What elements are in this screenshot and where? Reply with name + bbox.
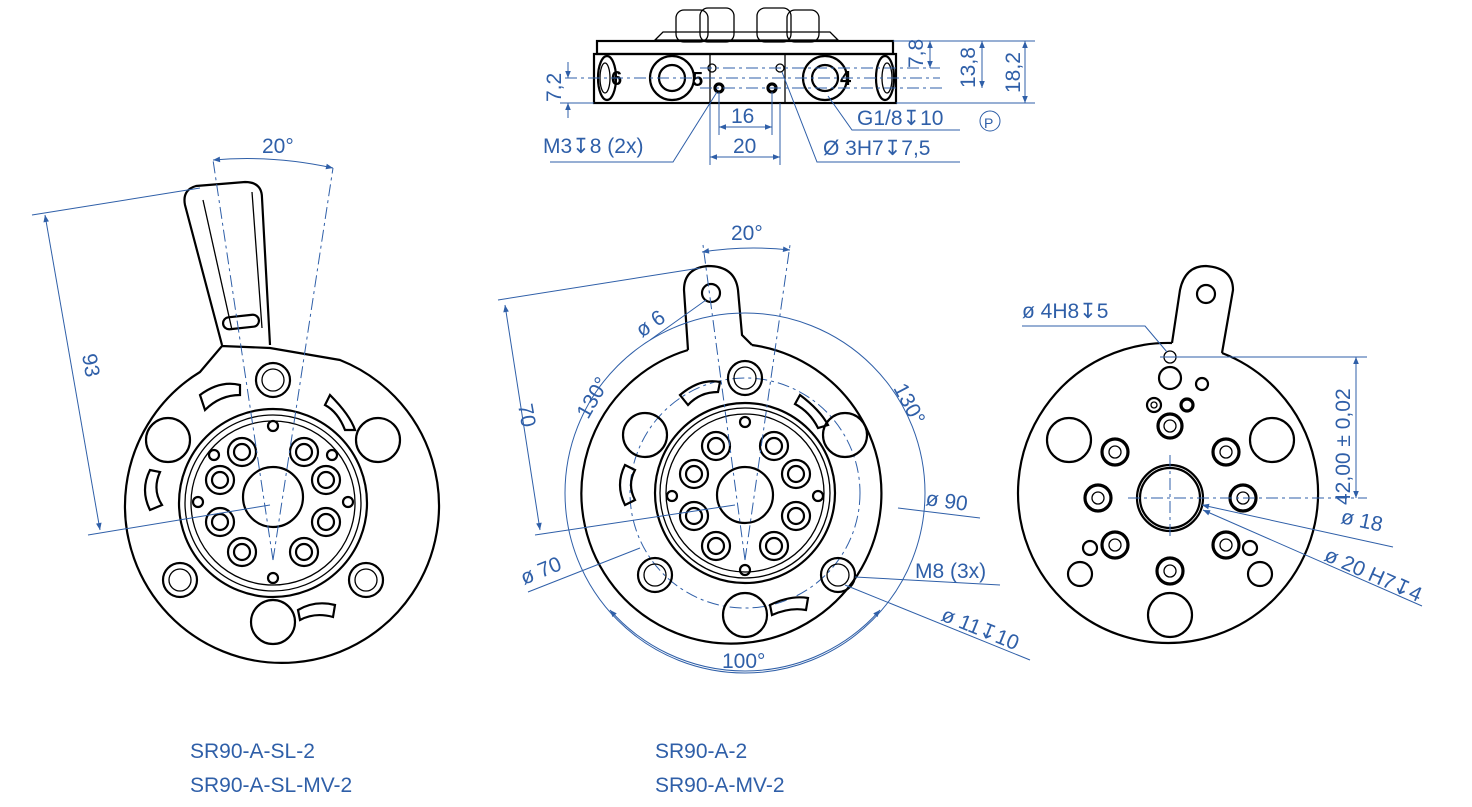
port-label-5: 5 bbox=[692, 69, 703, 91]
p-symbol: P bbox=[984, 115, 993, 131]
bolt-pattern bbox=[191, 419, 355, 585]
angle-bottom-100-label: 100° bbox=[722, 650, 765, 673]
dowel-hole-label: Ø 3H7↧7,5 bbox=[823, 137, 930, 160]
angle-left-130-label: 130° bbox=[572, 373, 614, 422]
dim-42-label: 42,00 ± 0,02 bbox=[1332, 388, 1355, 505]
caption-line-2: SR90-A-SL-MV-2 bbox=[190, 774, 352, 797]
caption-line-1: SR90-A-SL-2 bbox=[190, 740, 315, 763]
diameter-70-label: ø 70 bbox=[517, 553, 565, 590]
m3-thread-label: M3↧8 (2x) bbox=[543, 135, 643, 158]
dim-7-8: 7,8 bbox=[905, 39, 928, 68]
angle-20-label: 20° bbox=[262, 135, 294, 158]
dim-18-2: 18,2 bbox=[1002, 52, 1025, 93]
port-label-6: 6 bbox=[611, 68, 622, 90]
angle-top-20-label: 20° bbox=[731, 222, 763, 245]
counterbore-d11-label: ø 11↧10 bbox=[938, 603, 1022, 655]
port-label-4: 4 bbox=[840, 68, 852, 90]
angle-right-130-label: 130° bbox=[889, 380, 930, 429]
dim-70-label: 70 bbox=[513, 402, 540, 429]
caption-line-1: SR90-A-2 bbox=[655, 740, 747, 763]
left-view-sl: 20° 93 SR90-A-SL-2 SR90-A-SL-MV-2 bbox=[31, 135, 441, 797]
dim-7-2: 7,2 bbox=[543, 73, 566, 102]
dim-13-8: 13,8 bbox=[957, 47, 980, 88]
m8-thread-label: M8 (3x) bbox=[915, 560, 986, 583]
dowel-d4h8-label: ø 4H8↧5 bbox=[1022, 300, 1108, 323]
caption-line-2: SR90-A-MV-2 bbox=[655, 774, 785, 797]
right-view: 42,00 ± 0,02 ø 4H8↧5 ø 18 ø 20 H7↧4 bbox=[1016, 264, 1426, 645]
dim-16: 16 bbox=[731, 105, 754, 128]
diameter-90-label: ø 90 bbox=[924, 487, 969, 516]
top-side-view: 6 5 4 7,8 13,8 18,2 7,2 16 20 M3↧8 (2x) … bbox=[543, 7, 1035, 165]
dim-20: 20 bbox=[733, 135, 756, 158]
diameter-18-label: ø 18 bbox=[1339, 505, 1385, 536]
middle-view: 20° 70 ø 6 130° 130° ø 90 ø 70 M8 (3x) ø… bbox=[497, 222, 1031, 797]
g18-port-label: G1/8↧10 bbox=[857, 107, 943, 130]
diameter-20h7-label: ø 20 H7↧4 bbox=[1321, 544, 1426, 607]
bolt-pattern bbox=[665, 415, 825, 577]
hole-d6-label: ø 6 bbox=[632, 306, 670, 342]
length-93-label: 93 bbox=[77, 352, 104, 379]
